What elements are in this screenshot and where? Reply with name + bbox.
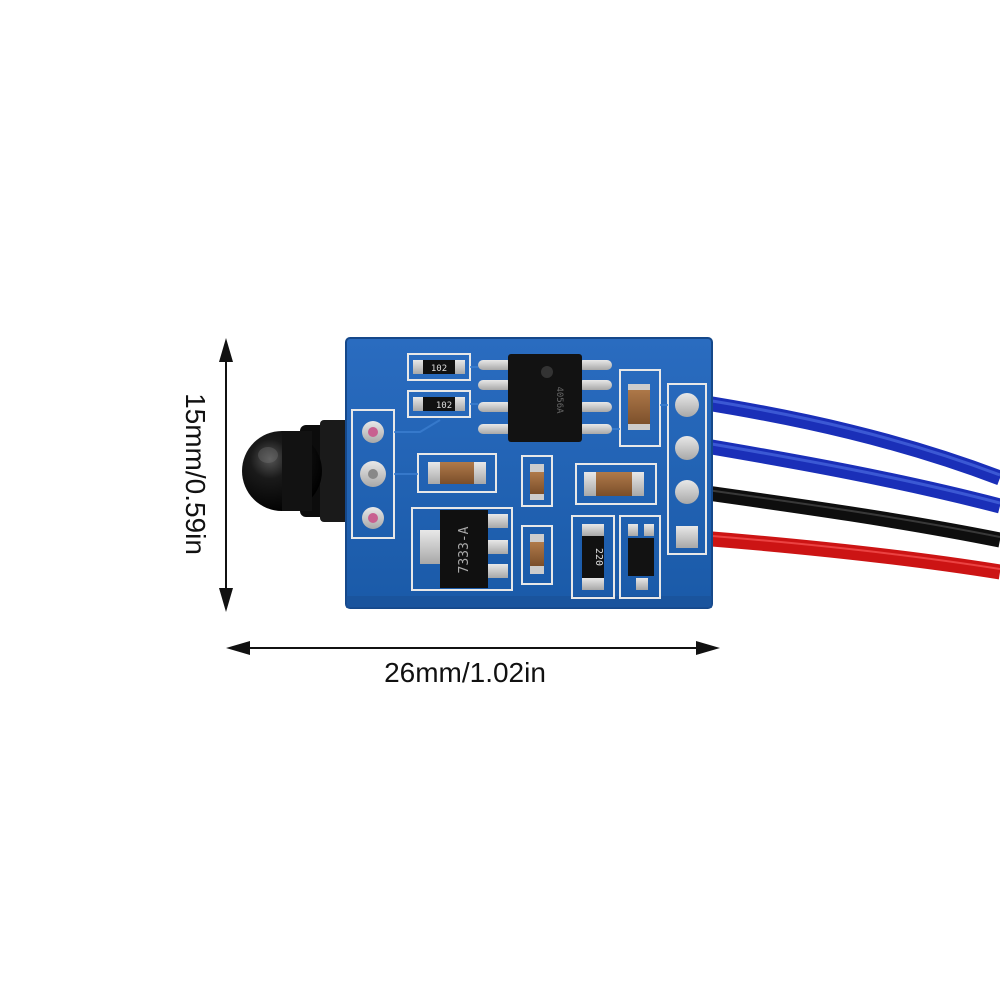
capacitor-c2 <box>417 453 497 493</box>
black-wire <box>698 484 1000 548</box>
wires <box>698 394 1000 580</box>
width-dimension-label: 26mm/1.02in <box>384 657 546 688</box>
width-dimension-arrow <box>226 641 720 655</box>
height-dimension-label: 15mm/0.59in <box>180 393 211 555</box>
pcb-traces <box>394 366 668 475</box>
transistor <box>619 515 661 599</box>
ic-marking: 4056A <box>554 386 564 414</box>
voltage-regulator: 7333-A <box>411 507 513 591</box>
resistor-r3: 220 <box>571 515 615 599</box>
height-dimension-arrow <box>219 338 233 612</box>
regulator-marking: 7333-A <box>457 526 472 573</box>
blue-wire-2 <box>698 437 1000 514</box>
blue-wire-1 <box>698 394 1000 486</box>
red-wire <box>699 530 1000 580</box>
capacitor-c1 <box>619 369 661 447</box>
ic-chip: 4056A <box>478 354 612 442</box>
r1-marking: 102 <box>431 364 447 374</box>
capacitor-c5 <box>521 525 553 585</box>
pcb-board: 102 102 4056A <box>345 337 713 609</box>
sensor-pins <box>351 409 395 539</box>
capacitor-c4 <box>575 463 657 505</box>
wire-pads <box>667 383 707 555</box>
capacitor-c3 <box>521 455 553 507</box>
r2-marking: 102 <box>436 401 452 411</box>
r3-marking: 220 <box>593 548 604 566</box>
ir-sensor <box>242 420 360 522</box>
